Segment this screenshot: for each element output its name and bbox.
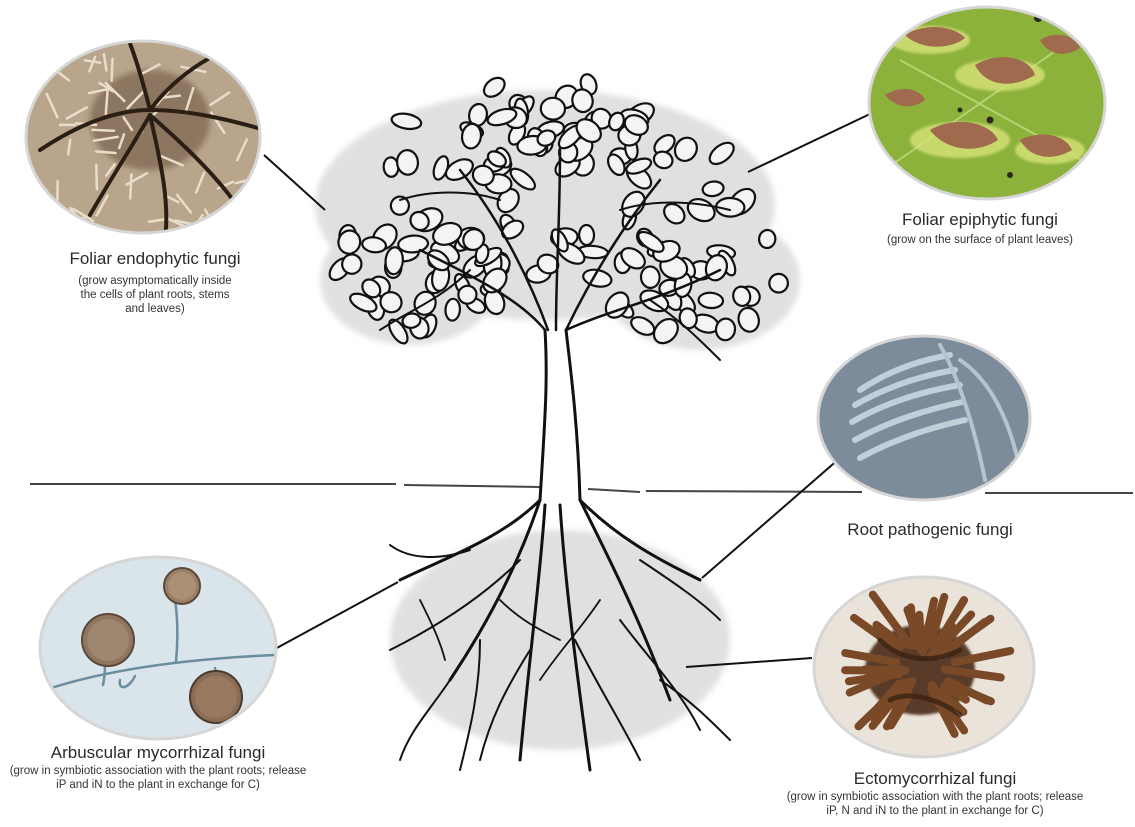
foliar-epiphytic-description: (grow on the surface of plant leaves)	[830, 233, 1130, 247]
leaf-shape	[445, 298, 461, 321]
foliar-epiphytic-title: Foliar epiphytic fungi	[830, 209, 1130, 230]
epiphytic-micrograph	[860, 0, 1120, 210]
foliar-endophytic-description: (grow asymptomatically inside the cells …	[70, 274, 240, 316]
spore-shape	[224, 53, 234, 63]
spore-shape	[233, 199, 247, 207]
label-foliar-endophytic: Foliar endophytic fungi (grow asymptomat…	[20, 248, 290, 316]
label-arbuscular-mycorrhizal: Arbuscular mycorrhizal fungi (grow in sy…	[8, 742, 308, 792]
arbuscular-micrograph	[40, 555, 280, 745]
foliar-endophytic-title: Foliar endophytic fungi	[20, 248, 290, 269]
spore-shape	[96, 165, 97, 189]
root-pathogenic-title: Root pathogenic fungi	[800, 519, 1060, 540]
spore-shape	[235, 215, 258, 231]
leaf-shape	[579, 225, 594, 246]
leaf-shape	[698, 292, 723, 309]
ectomycorrhizal-title: Ectomycorrhizal fungi	[780, 768, 1090, 789]
arbuscular-mycorrhizal-title: Arbuscular mycorrhizal fungi	[8, 742, 308, 763]
leader-epiphytic	[748, 113, 872, 172]
spore-shape	[96, 152, 115, 154]
leaf-shape	[540, 97, 565, 120]
spore-shape	[112, 59, 113, 81]
spore-shape	[229, 218, 241, 230]
label-root-pathogenic: Root pathogenic fungi	[800, 519, 1060, 540]
spore-shape	[236, 219, 258, 221]
spore-shape	[130, 175, 131, 199]
leaf-shape	[640, 266, 660, 289]
spore-shape	[238, 214, 241, 230]
leader-endophytic	[264, 155, 325, 210]
ectomycorrhizal-micrograph	[814, 577, 1034, 757]
spore-shape	[30, 190, 47, 208]
leader-pathogenic	[702, 458, 840, 578]
endophytic-micrograph	[26, 20, 265, 242]
tree-illustration	[315, 72, 800, 770]
spore-shape	[32, 76, 42, 87]
pathogenic-micrograph	[810, 330, 1040, 510]
arbuscular-mycorrhizal-description: (grow in symbiotic association with the …	[8, 764, 308, 792]
ectomycorrhizal-description: (grow in symbiotic association with the …	[780, 790, 1090, 818]
label-ectomycorrhizal: Ectomycorrhizal fungi (grow in symbiotic…	[780, 768, 1090, 818]
spore-shape	[36, 220, 50, 241]
label-foliar-epiphytic: Foliar epiphytic fungi (grow on the surf…	[830, 209, 1130, 247]
spore-shape	[36, 67, 57, 69]
spore-shape	[93, 130, 115, 131]
leader-arbuscular	[275, 582, 398, 649]
